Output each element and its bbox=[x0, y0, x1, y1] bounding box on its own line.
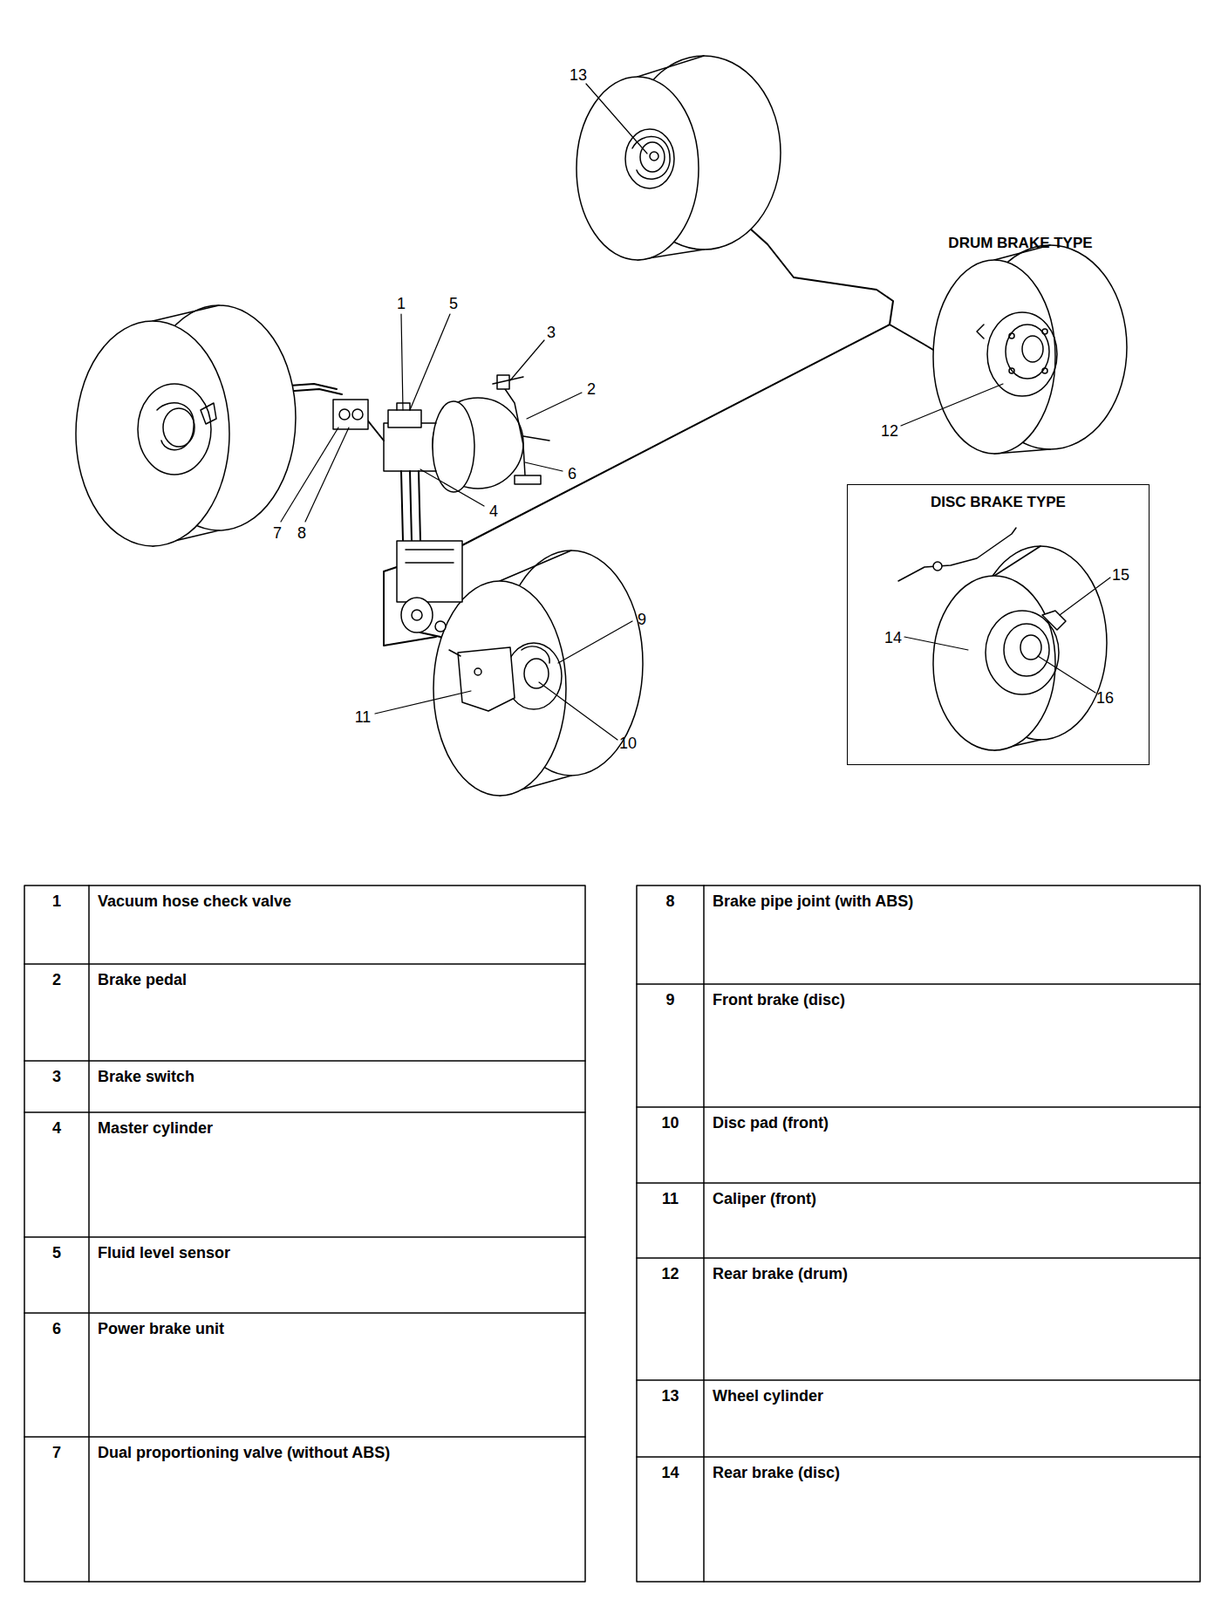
table-text: Caliper (front) bbox=[712, 1189, 1192, 1208]
callout-number: 10 bbox=[617, 734, 639, 753]
callout-number: 13 bbox=[567, 66, 589, 85]
table-number: 12 bbox=[636, 1264, 704, 1283]
table-number: 14 bbox=[636, 1463, 704, 1482]
table-text: Brake pedal bbox=[97, 970, 577, 990]
callout-number: 8 bbox=[295, 524, 308, 543]
table-text: Rear brake (drum) bbox=[712, 1264, 1192, 1283]
rear-wheel bbox=[576, 55, 781, 260]
callout-number: 2 bbox=[585, 380, 598, 399]
table-number: 3 bbox=[24, 1067, 89, 1086]
table-text: Fluid level sensor bbox=[97, 1243, 577, 1263]
table-text: Wheel cylinder bbox=[712, 1386, 1192, 1406]
table-number: 2 bbox=[24, 970, 89, 990]
table-text: Dual proportioning valve (without ABS) bbox=[97, 1443, 577, 1462]
table-text: Brake pipe joint (with ABS) bbox=[712, 892, 1192, 911]
table-text: Power brake unit bbox=[97, 1319, 577, 1338]
table-number: 5 bbox=[24, 1243, 89, 1263]
callout-number: 6 bbox=[566, 464, 579, 484]
callout-number: 3 bbox=[545, 323, 558, 342]
callout-number: 4 bbox=[487, 502, 500, 521]
callout-number: 12 bbox=[879, 422, 901, 441]
table-text: Front brake (disc) bbox=[712, 990, 1192, 1010]
table-text: Disc pad (front) bbox=[712, 1113, 1192, 1133]
callout-number: 5 bbox=[447, 294, 460, 314]
table-text: Rear brake (disc) bbox=[712, 1463, 1192, 1482]
callout-number: 7 bbox=[271, 524, 284, 543]
front-wheel bbox=[75, 305, 296, 546]
abs-unit bbox=[396, 540, 463, 633]
box-heading: DISC BRAKE TYPE bbox=[847, 484, 1149, 512]
callout-number: 11 bbox=[353, 708, 374, 727]
leader-line bbox=[280, 83, 1111, 740]
table-text: Vacuum hose check valve bbox=[97, 892, 577, 911]
table-text: Brake switch bbox=[97, 1067, 577, 1086]
table-number: 1 bbox=[24, 892, 89, 911]
table-number: 13 bbox=[636, 1386, 704, 1406]
table-number: 7 bbox=[24, 1443, 89, 1462]
pipe-joint bbox=[333, 399, 369, 430]
callout-number: 16 bbox=[1094, 689, 1116, 708]
table-text: Master cylinder bbox=[97, 1118, 577, 1138]
drum-brake-wheel bbox=[933, 245, 1127, 454]
type-heading: DRUM BRAKE TYPE bbox=[948, 234, 1092, 253]
front-wheel bbox=[433, 550, 643, 796]
table-number: 11 bbox=[636, 1189, 704, 1208]
callout-number: 1 bbox=[395, 294, 408, 314]
callout-number: 14 bbox=[882, 628, 904, 648]
disc-brake-wheel bbox=[898, 527, 1107, 751]
power-brake-unit bbox=[383, 375, 550, 492]
callout-number: 15 bbox=[1110, 566, 1132, 585]
table-number: 4 bbox=[24, 1118, 89, 1138]
table-number: 8 bbox=[636, 892, 704, 911]
table-number: 9 bbox=[636, 990, 704, 1010]
inset-box: DISC BRAKE TYPE bbox=[846, 484, 1150, 765]
table-number: 10 bbox=[636, 1113, 704, 1133]
table-grid bbox=[24, 885, 1201, 1582]
callout-number: 9 bbox=[635, 610, 649, 629]
table-number: 6 bbox=[24, 1319, 89, 1338]
